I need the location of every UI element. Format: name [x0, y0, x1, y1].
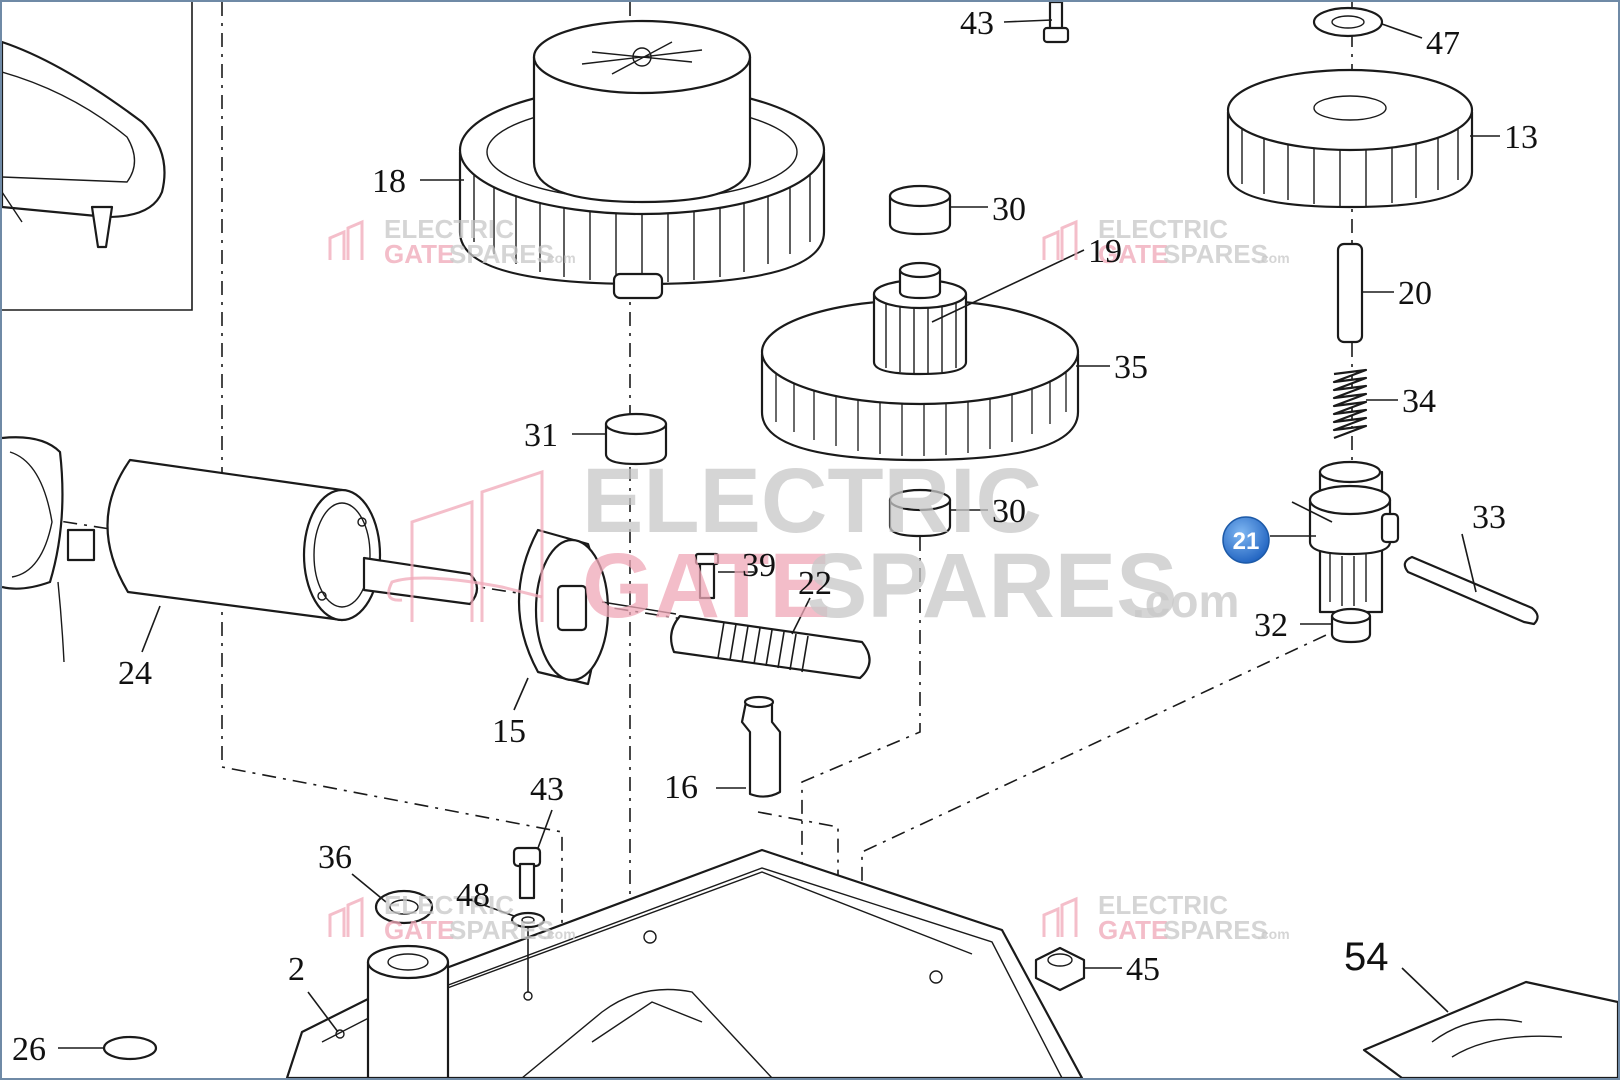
part-18-ring-gear — [458, 19, 826, 300]
watermark-line1: ELECTRIC — [582, 450, 1042, 552]
part-34-spring — [1332, 368, 1368, 440]
watermark-suffix: .com — [1132, 575, 1239, 627]
svg-text:.com: .com — [1257, 926, 1290, 942]
part-24-motor — [2, 436, 479, 663]
svg-text:SPARES: SPARES — [449, 915, 554, 945]
watermark-line2-red: GATE — [582, 535, 831, 637]
part-54-manual — [1362, 980, 1618, 1078]
label-24: 24 — [118, 655, 152, 692]
label-22: 22 — [798, 565, 832, 602]
svg-text:.com: .com — [543, 926, 576, 942]
label-30-lower: 30 — [992, 493, 1026, 530]
svg-text:ELECTRIC: ELECTRIC — [1098, 890, 1228, 920]
part-32-bush — [1330, 607, 1372, 644]
label-33: 33 — [1472, 499, 1506, 536]
svg-text:.com: .com — [543, 250, 576, 266]
label-32: 32 — [1254, 607, 1288, 644]
part-43-bolt-top — [1042, 2, 1070, 44]
label-16: 16 — [664, 769, 698, 806]
part-13-gear — [1226, 68, 1474, 209]
svg-text:SPARES: SPARES — [449, 239, 554, 269]
label-54: 54 — [1344, 935, 1389, 979]
part-31-bush — [604, 412, 668, 466]
part-19-pinion — [872, 261, 968, 376]
part-43-bolt-lower — [512, 846, 542, 900]
label-26: 26 — [12, 1031, 46, 1068]
label-34: 34 — [1402, 383, 1436, 420]
part-labels: 43 47 13 18 30 19 20 35 34 31 30 33 39 2… — [12, 5, 1538, 1068]
label-43-top: 43 — [960, 5, 994, 42]
part-16-shaft — [740, 695, 782, 798]
inset-lever-detail — [2, 2, 193, 311]
label-45: 45 — [1126, 951, 1160, 988]
highlight-badge-number: 21 — [1233, 528, 1260, 555]
svg-text:SPARES: SPARES — [1163, 915, 1268, 945]
part-20-pin — [1336, 242, 1364, 344]
part-2-housing — [285, 848, 1084, 1078]
part-22-worm-shaft — [669, 614, 871, 680]
part-47-washer — [1312, 6, 1384, 38]
svg-text:GATE: GATE — [384, 915, 454, 945]
part-21-clutch-sleeve — [1308, 460, 1400, 614]
part-33-key — [1403, 555, 1539, 626]
part-45-nut — [1034, 946, 1086, 992]
label-39: 39 — [742, 547, 776, 584]
watermark-small-3: ELECTRIC GATE SPARES .com — [328, 890, 576, 945]
label-2: 2 — [288, 951, 305, 988]
svg-text:ELECTRIC: ELECTRIC — [384, 890, 514, 920]
svg-text:GATE: GATE — [1098, 915, 1168, 945]
svg-text:ELECTRIC: ELECTRIC — [1098, 214, 1228, 244]
part-39-screw — [694, 552, 720, 600]
label-36: 36 — [318, 839, 352, 876]
part-48-washer — [510, 911, 546, 1001]
watermark-small-4: ELECTRIC GATE SPARES .com — [1042, 890, 1290, 945]
part-26-o-ring — [102, 1035, 158, 1061]
highlight-badge-21[interactable]: 21 — [1222, 516, 1270, 564]
watermark-large: ELECTRIC GATE SPARES .com — [387, 450, 1239, 637]
label-13: 13 — [1504, 119, 1538, 156]
watermark-line2-grey: SPARES — [806, 535, 1178, 637]
label-35: 35 — [1114, 349, 1148, 386]
label-43-lower: 43 — [530, 771, 564, 808]
label-47: 47 — [1426, 25, 1460, 62]
svg-text:ELECTRIC: ELECTRIC — [384, 214, 514, 244]
part-15-coupling — [518, 528, 677, 686]
label-19: 19 — [1088, 233, 1122, 270]
watermark-small-1: ELECTRIC GATE SPARES .com — [328, 214, 576, 269]
part-36-oil-seal — [374, 889, 434, 925]
label-15: 15 — [492, 713, 526, 750]
label-30-upper: 30 — [992, 191, 1026, 228]
svg-text:SPARES: SPARES — [1163, 239, 1268, 269]
label-31: 31 — [524, 417, 558, 454]
svg-text:GATE: GATE — [1098, 239, 1168, 269]
label-20: 20 — [1398, 275, 1432, 312]
watermark-small-2: ELECTRIC GATE SPARES .com — [1042, 214, 1290, 269]
svg-text:.com: .com — [1257, 250, 1290, 266]
label-48: 48 — [456, 877, 490, 914]
part-30-bush-lower — [888, 488, 952, 538]
label-18: 18 — [372, 163, 406, 200]
part-30-bush-upper — [888, 184, 952, 236]
leader-lines — [58, 19, 1500, 1049]
svg-text:GATE: GATE — [384, 239, 454, 269]
